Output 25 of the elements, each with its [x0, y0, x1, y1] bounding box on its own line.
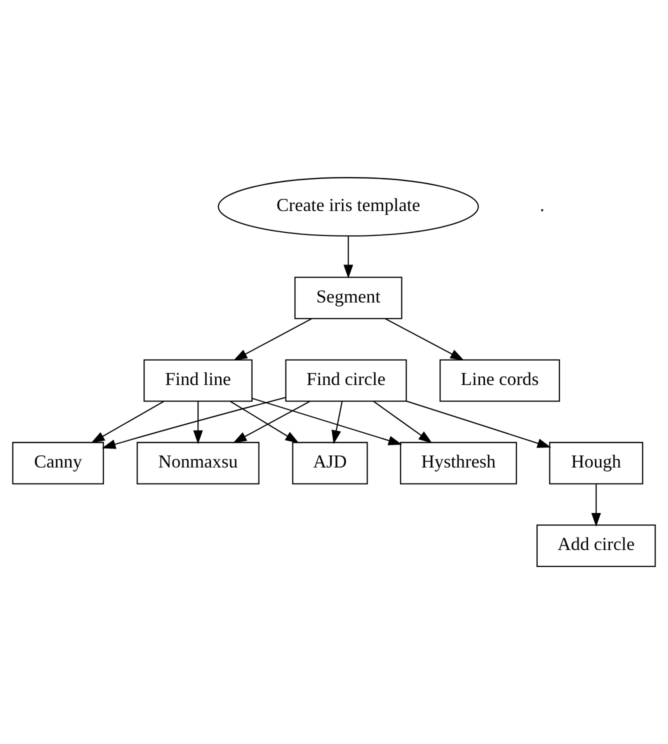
arrow — [102, 396, 286, 449]
node-box: Find circle — [285, 359, 407, 402]
arrow — [90, 400, 164, 444]
node-box: Nonmaxsu — [136, 442, 260, 484]
label: . — [540, 195, 545, 216]
node-ellipse: Create iris template — [218, 177, 479, 237]
node-box: Segment — [294, 276, 402, 320]
node-box: Hysthresh — [400, 442, 517, 484]
node-box: Find line — [144, 359, 253, 402]
arrow — [385, 318, 464, 360]
arrow — [230, 400, 300, 444]
arrow — [591, 484, 601, 527]
arrow — [193, 402, 203, 444]
arrow — [233, 318, 312, 360]
node-box: Hough — [549, 442, 644, 484]
arrow — [344, 236, 354, 278]
arrow — [332, 401, 343, 444]
arrow — [232, 400, 310, 444]
node-box: AJD — [292, 442, 368, 484]
node-box: Canny — [12, 442, 104, 484]
arrow — [373, 400, 432, 444]
node-box: Line cords — [440, 359, 560, 402]
arrow — [406, 400, 552, 448]
arrow — [252, 398, 402, 446]
node-box: Add circle — [536, 524, 656, 567]
